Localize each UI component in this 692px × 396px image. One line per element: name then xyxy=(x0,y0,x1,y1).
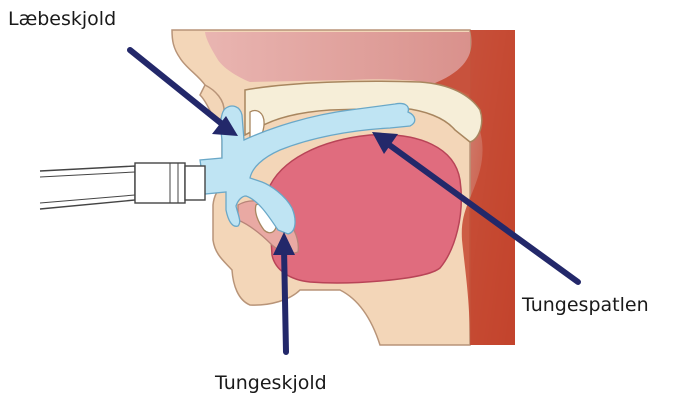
tube-collar xyxy=(185,166,205,200)
breathing-tube xyxy=(40,163,205,209)
label-tongue-blade: Tungespatlen xyxy=(522,296,649,315)
label-lip-shield: Læbeskjold xyxy=(8,10,116,29)
tongue xyxy=(268,135,461,283)
label-tongue-shield: Tungeskjold xyxy=(215,374,327,393)
arrow-icon xyxy=(284,248,286,352)
